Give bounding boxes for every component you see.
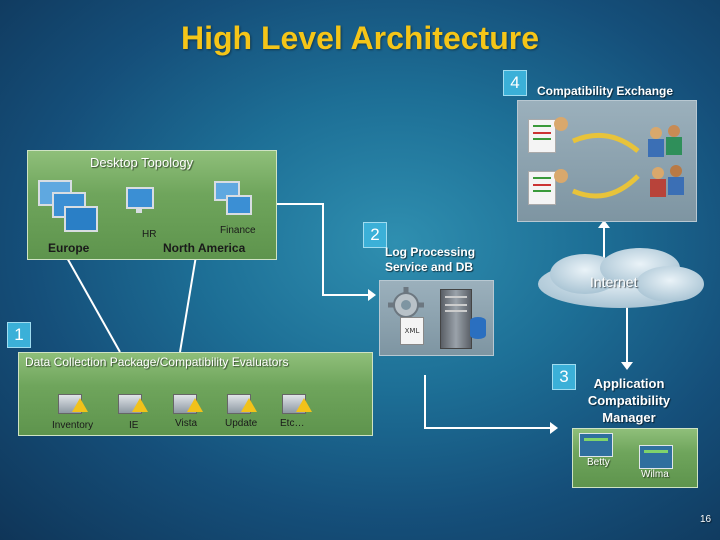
xml-document-icon: XML: [400, 317, 424, 345]
connector-internet-acm: [626, 302, 628, 364]
internet-label: Internet: [590, 274, 638, 290]
acm-screen-icon-betty: [579, 433, 613, 457]
connector-exchange-internet: [603, 222, 605, 260]
log-processing-line2: Service and DB: [385, 260, 474, 274]
server-icon: [440, 289, 472, 349]
internet-cloud-icon: [538, 248, 704, 308]
europe-computers-icon: [38, 176, 98, 236]
desktop-topology-panel: Desktop Topology Europe HR Finance North…: [27, 150, 277, 260]
arrowhead-down-acm: [621, 362, 633, 370]
evaluator-label-ie: IE: [129, 420, 139, 431]
arrowhead-to-acm: [550, 422, 558, 434]
acm-line3: Manager: [602, 410, 656, 425]
acm-screen-icon-wilma: [639, 445, 673, 469]
acm-label: Application Compatibility Manager: [580, 375, 678, 426]
slide-title: High Level Architecture: [180, 20, 539, 56]
arrowhead-to-log: [368, 289, 376, 301]
evaluator-label-update: Update: [225, 418, 258, 429]
connector-dc-up: [424, 375, 426, 428]
vista-evaluator-icon: [173, 388, 203, 414]
database-icon: [470, 317, 486, 339]
log-processing-line1: Log Processing: [385, 245, 476, 259]
connector-to-log: [322, 294, 370, 296]
compat-exchange-label: Compatibility Exchange: [537, 84, 674, 98]
compat-exchange-panel: [517, 100, 697, 222]
people-group-icon: [646, 123, 690, 203]
connector-dc-right: [424, 427, 552, 429]
hr-label: HR: [142, 229, 157, 240]
user-wilma-label: Wilma: [641, 469, 669, 480]
evaluator-label-inventory: Inventory: [52, 420, 94, 431]
gear-icon: [388, 287, 424, 323]
report-doc-icon-2: [528, 171, 556, 205]
log-processing-label: Log Processing Service and DB: [385, 245, 475, 275]
arrowhead-up-exchange: [598, 220, 610, 228]
finance-computers-icon: [214, 181, 254, 221]
page-number: 16: [700, 514, 712, 525]
user-betty-label: Betty: [587, 457, 610, 468]
update-evaluator-icon: [227, 388, 257, 414]
evaluator-label-vista: Vista: [175, 418, 198, 429]
hr-computer-icon: [126, 187, 154, 217]
connector-topology-down: [322, 203, 324, 296]
acm-panel: Betty Wilma: [572, 428, 698, 488]
step-number-1: 1: [7, 322, 31, 348]
acm-line1: Application: [593, 376, 665, 391]
desktop-topology-label: Desktop Topology: [90, 155, 194, 170]
report-doc-icon: [528, 119, 556, 153]
log-processing-panel: XML: [379, 280, 494, 356]
north-america-label: North America: [163, 241, 246, 255]
step-number-4: 4: [503, 70, 527, 96]
evaluator-label-etc: Etc…: [280, 418, 305, 429]
acm-line2: Compatibility: [587, 393, 671, 408]
exchange-arrows-icon: [572, 132, 640, 199]
europe-label: Europe: [48, 241, 90, 255]
step-number-2: 2: [363, 222, 387, 248]
person-icon: [554, 117, 568, 131]
etc-evaluator-icon: [282, 388, 312, 414]
finance-label: Finance: [220, 225, 256, 236]
ie-evaluator-icon: [118, 388, 148, 414]
person-icon-2: [554, 169, 568, 183]
data-collection-label: Data Collection Package/Compatibility Ev…: [25, 355, 289, 369]
inventory-evaluator-icon: [58, 388, 88, 414]
connector-topology-right: [277, 203, 323, 205]
step-number-3: 3: [552, 364, 576, 390]
